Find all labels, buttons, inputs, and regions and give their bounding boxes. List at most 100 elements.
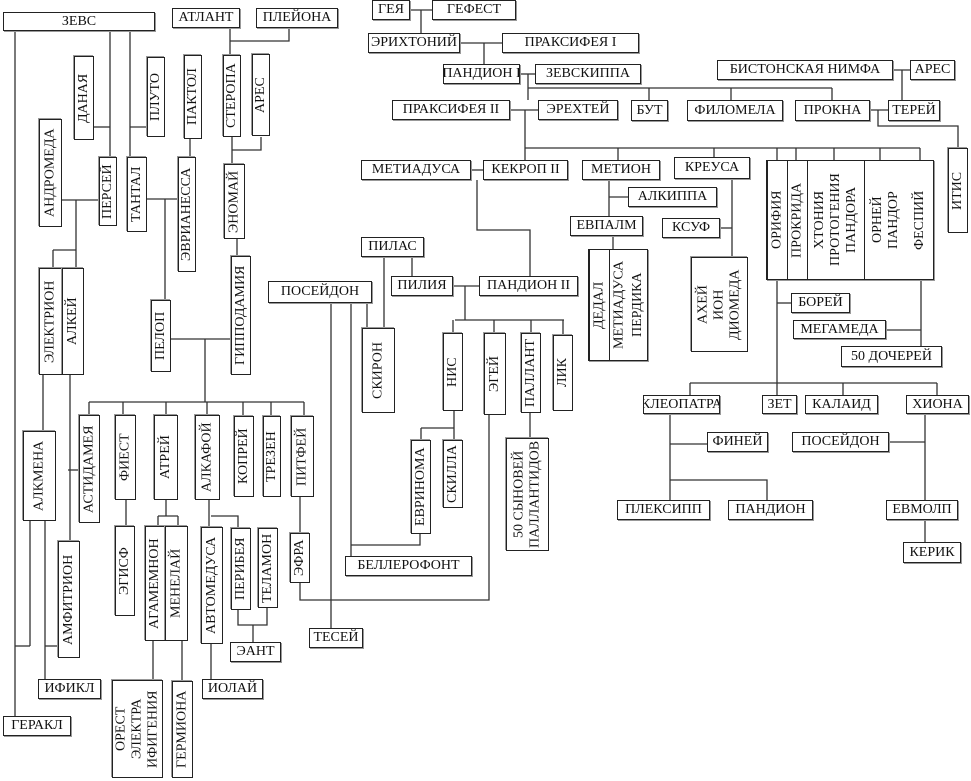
node-piliya: ПИЛИЯ [391, 276, 453, 296]
node-gippodamiya: ГИППОДАМИЯ [231, 256, 251, 375]
node-kleopatra: КЛЕОПАТРА [643, 395, 720, 414]
node-metiadusa: МЕТИАДУСА [361, 160, 471, 180]
label: ПАЛЛАНТ [523, 339, 538, 407]
label-line: ИОН [711, 289, 727, 320]
label-line: 50 СЫНОВЕЙ [511, 450, 527, 539]
node-fiest: ФИЕСТ [115, 415, 136, 500]
label-line: ПАНДОР [886, 191, 901, 249]
node-pilas: ПИЛАС [361, 237, 424, 257]
label-line: ДИОМЕДА [727, 269, 743, 340]
label-line: ПАЛЛАНТИДОВ [527, 440, 543, 549]
node-fespiy: ФЕСПИЙ [912, 190, 927, 250]
node-dedal: ДЕДАЛ [589, 250, 609, 360]
node-zevs: ЗЕВС [3, 12, 155, 31]
label-line: ОРНЕЙ [870, 196, 885, 244]
node-lik: ЛИК [553, 335, 573, 411]
node-pleksipp: ПЛЕКСИПП [617, 500, 710, 520]
label: ТАНТАЛ [129, 166, 144, 223]
node-metiadusa-2: МЕТИАДУСА [609, 250, 629, 360]
node-kalaid: КАЛАИД [805, 395, 878, 414]
node-geya: ГЕЯ [372, 0, 410, 20]
label: ПЕЛОП [153, 311, 168, 361]
label: АРЕС [253, 77, 268, 113]
node-astidameya: АСТИДАМЕЯ [79, 415, 100, 523]
node-praksifeya-1: ПРАКСИФЕЯ I [502, 33, 639, 53]
node-evrinoma: ЕВРИНОМА [411, 440, 431, 534]
node-pallant: ПАЛЛАНТ [521, 333, 541, 413]
node-erehtey: ЭРЕХТЕЙ [538, 100, 618, 120]
node-paktol: ПАКТОЛ [184, 55, 202, 139]
label: ПЕРИБЕЯ [233, 537, 248, 601]
label: АЛКМЕНА [31, 440, 47, 512]
node-pandion-2: ПАНДИОН II [479, 276, 578, 296]
node-50-docherey: 50 ДОЧЕРЕЙ [841, 346, 942, 367]
node-skilla: СКИЛЛА [443, 440, 463, 508]
label: ГЕРМИОНА [174, 690, 190, 769]
label-line: ПРОТОГЕНИЯ [828, 173, 843, 267]
node-tesey: ТЕСЕЙ [309, 628, 363, 648]
node-evrianessa: ЭВРИАНЕССА [178, 157, 196, 272]
node-trezen: ТРЕЗЕН [263, 416, 281, 497]
node-kreusa: КРЕУСА [674, 157, 750, 179]
node-atrey: АТРЕЙ [154, 415, 178, 500]
label-line: АХЕЙ [695, 285, 711, 324]
node-alkippa: АЛКИППА [628, 187, 717, 207]
label: ЭЛЕКТРИОН [42, 280, 58, 363]
label: ТРЕЗЕН [264, 431, 279, 482]
label: ФИЕСТ [117, 433, 133, 482]
label: АЛКЕЙ [65, 297, 80, 346]
node-pelop: ПЕЛОП [151, 300, 171, 372]
node-avtomedusa: АВТОМЕДУСА [201, 527, 223, 644]
node-erihtoniy: ЭРИХТОНИЙ [368, 33, 460, 53]
node-filomela: ФИЛОМЕЛА [687, 100, 783, 121]
node-ares-right: АРЕС [910, 60, 955, 80]
node-ksuf: КСУФ [662, 218, 720, 238]
node-amfitrion: АМФИТРИОН [58, 541, 80, 658]
label: АЛКАФОЙ [199, 422, 215, 493]
node-zevskippa: ЗЕВСКИППА [535, 64, 641, 84]
node-eant: ЭАНТ [230, 642, 281, 662]
node-metion: МЕТИОН [582, 160, 660, 180]
label: АТРЕЙ [158, 435, 173, 480]
node-danaya: ДАНАЯ [74, 56, 94, 140]
node-terey: ТЕРЕЙ [888, 100, 940, 121]
node-andromeda: АНДРОМЕДА [39, 119, 62, 227]
label: ПИТФЕЙ [294, 427, 310, 486]
node-pandion: ПАНДИОН [728, 500, 813, 520]
node-enomay: ЭНОМАЙ [224, 164, 245, 239]
node-gefest: ГЕФЕСТ [432, 0, 516, 20]
label: ИТИС [950, 171, 965, 210]
node-poseydon-right: ПОСЕЙДОН [792, 432, 889, 452]
node-perdika: ПЕРДИКА [630, 272, 645, 338]
label: ЭФРА [292, 539, 307, 577]
label: ПЛУТО [148, 73, 163, 121]
node-itis: ИТИС [948, 148, 968, 233]
node-alkafoy: АЛКАФОЙ [195, 415, 220, 500]
node-prokna: ПРОКНА [795, 100, 870, 121]
label: АВТОМЕДУСА [204, 536, 219, 635]
node-finey: ФИНЕЙ [707, 432, 768, 452]
node-egisf: ЭГИСФ [115, 526, 135, 616]
label: ЭГЕЙ [487, 356, 502, 392]
node-kopre: КОПРЕЙ [234, 416, 254, 497]
node-pleiona: ПЛЕЙОНА [256, 8, 338, 28]
label: АНДРОМЕДА [42, 128, 58, 218]
node-megameda: МЕГАМЕДА [793, 320, 886, 339]
node-evpalm: ЕВПАЛМ [570, 216, 643, 236]
label: ЭНОМАЙ [226, 170, 242, 233]
node-kerik: КЕРИК [903, 542, 961, 563]
node-orifiya: ОРИФИЯ [767, 161, 787, 279]
node-menelay: МЕНЕЛАЙ [165, 526, 188, 641]
node-nis: НИС [443, 333, 463, 411]
node-pandion-1: ПАНДИОН I [443, 64, 520, 84]
label: АГАМЕМНОН [147, 538, 162, 629]
node-egey: ЭГЕЙ [484, 333, 506, 415]
node-persey: ПЕРСЕЙ [99, 157, 117, 226]
